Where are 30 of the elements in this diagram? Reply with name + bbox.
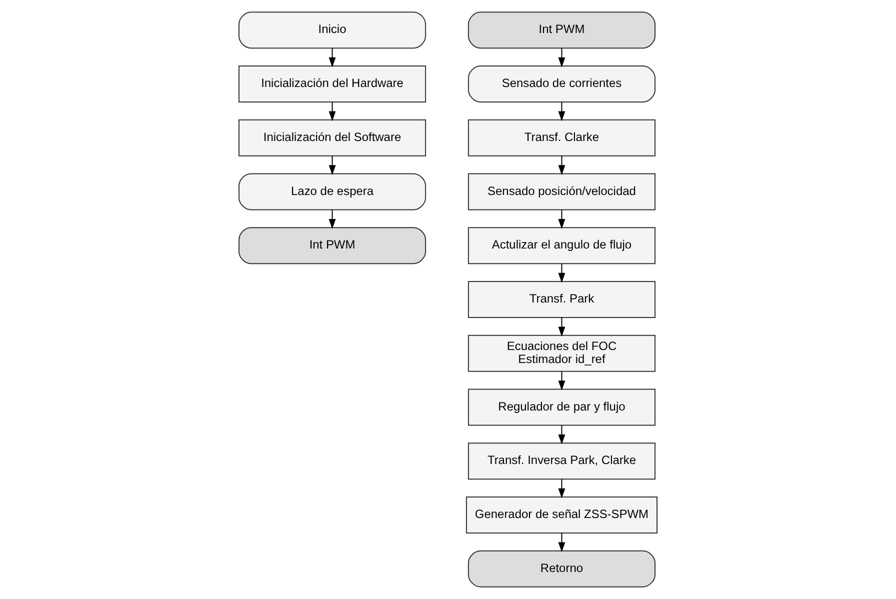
node-box: Inicialización del Hardware <box>238 66 426 102</box>
arrow <box>328 102 336 122</box>
node-box: Retorno <box>468 550 656 588</box>
node-box: Generador de señal ZSS-SPWM <box>466 496 658 534</box>
arrow <box>558 424 566 444</box>
node-box: Transf. Clarke <box>468 119 656 156</box>
arrow <box>328 48 336 68</box>
node-box: Sensado posición/velocidad <box>468 173 656 210</box>
arrow <box>558 532 566 552</box>
node-box: Int PWM <box>238 227 426 264</box>
arrow <box>558 370 566 391</box>
arrow <box>558 209 566 229</box>
arrow <box>328 155 336 176</box>
node-box: Actulizar el angulo de flujo <box>468 227 656 264</box>
arrow <box>558 263 566 283</box>
node-box: Sensado de corrientes <box>468 66 656 102</box>
node-box: Inicialización del Software <box>238 119 426 156</box>
arrow <box>558 155 566 176</box>
arrow <box>558 48 566 68</box>
node-box: Regulador de par y flujo <box>468 388 656 426</box>
arrow <box>558 478 566 498</box>
node-box: Transf. Inversa Park, Clarke <box>468 442 656 480</box>
arrow <box>328 209 336 229</box>
arrow <box>558 102 566 122</box>
node-box: Lazo de espera <box>238 173 426 210</box>
node-box: Transf. Park <box>468 281 656 318</box>
node-box: Inicio <box>238 12 426 49</box>
node-box: Ecuaciones del FOC Estimador id_ref <box>468 334 656 372</box>
node-box: Int PWM <box>468 12 656 49</box>
arrow <box>558 317 566 337</box>
